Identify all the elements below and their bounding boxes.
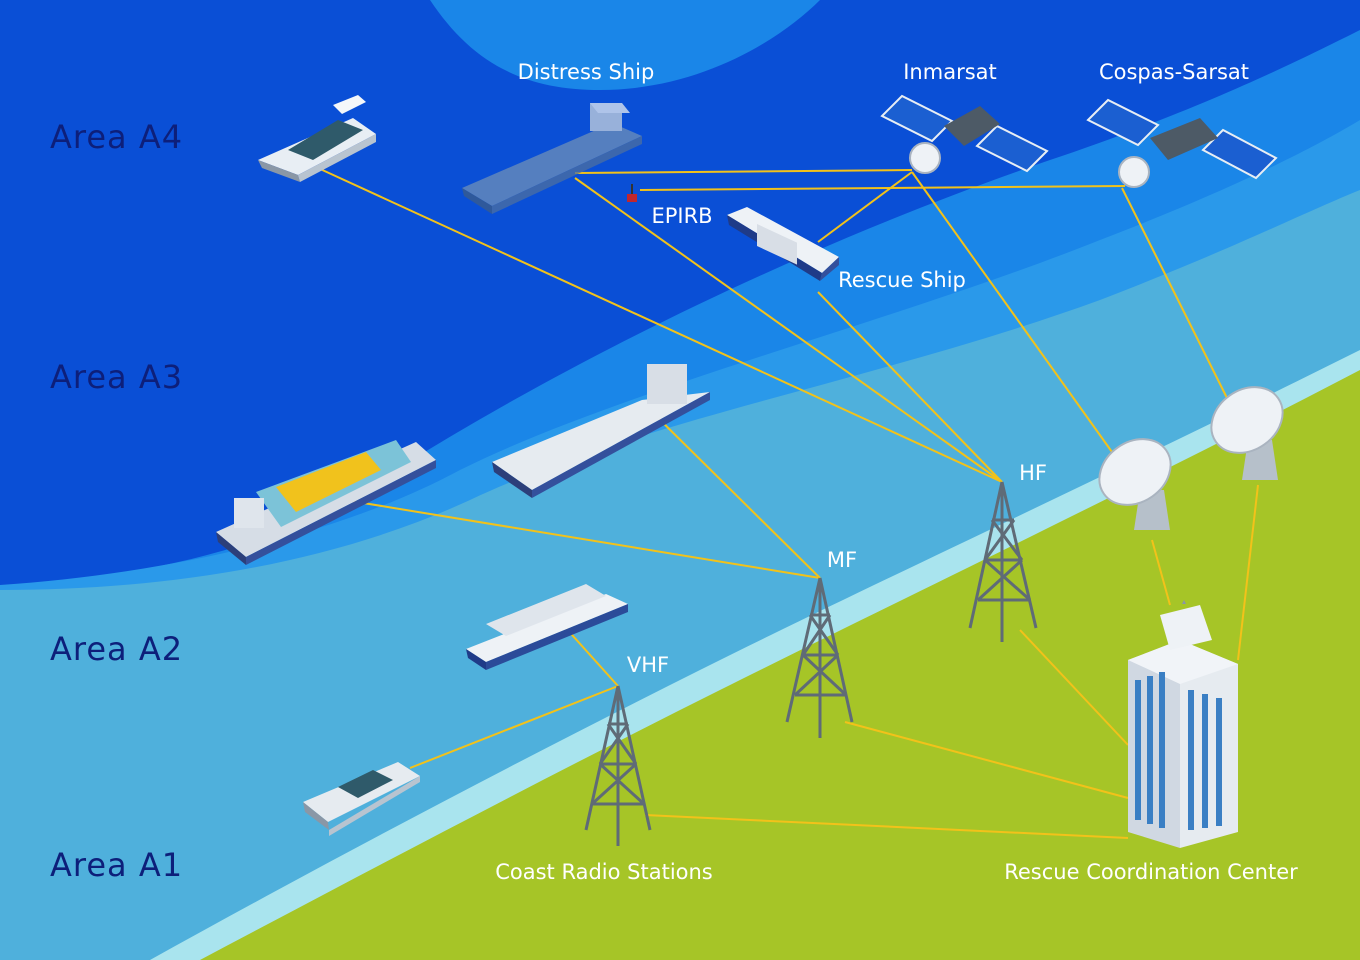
link-hf-rcc: [1019, 629, 1129, 746]
link-bulk-mf: [647, 407, 821, 579]
link-rescue-inmarsat: [817, 171, 913, 243]
land: [200, 370, 1360, 960]
container-ship-icon: [216, 440, 436, 565]
link-cospas-dish: [1121, 187, 1229, 401]
link-dish2-rcc: [1237, 484, 1259, 661]
area-a1-label: Area A1: [50, 846, 184, 884]
bulk-carrier-icon: [492, 364, 710, 498]
vhf-tower-icon: [584, 685, 652, 846]
hf-label: HF: [1019, 461, 1047, 485]
link-vhf-rcc: [644, 814, 1129, 839]
link-mf-rcc: [844, 721, 1129, 799]
link-boat-vhf: [409, 685, 619, 769]
link-distress-inmarsat: [574, 169, 913, 174]
rescue-ship-label: Rescue Ship: [838, 268, 966, 292]
area-a2-label: Area A2: [50, 630, 184, 668]
link-dish1-rcc: [1151, 539, 1171, 606]
distress-ship-label: Distress Ship: [517, 60, 655, 84]
satellite-dish-2-icon: [1210, 386, 1284, 480]
link-inmarsat-dish: [911, 171, 1113, 453]
distress-ship-icon: [462, 103, 642, 214]
epirb-icon: [627, 184, 637, 202]
mf-tower-icon: [785, 577, 854, 738]
epirb-label: EPIRB: [651, 204, 713, 228]
link-distress-hf: [574, 177, 1003, 483]
area-a3-label: Area A3: [50, 358, 184, 396]
link-container-mf: [344, 499, 821, 579]
yacht-icon: [258, 95, 376, 182]
mf-label: MF: [826, 548, 858, 572]
link-yacht-hf: [317, 167, 1003, 483]
rescue-ship-icon: [727, 207, 839, 281]
link-rescue-hf: [817, 291, 1003, 483]
inmarsat-label: Inmarsat: [903, 60, 997, 84]
area-a4-label: Area A4: [50, 118, 184, 156]
cospas-sarsat-satellite-icon: [1086, 98, 1278, 188]
satellite-dish-1-icon: [1098, 438, 1172, 530]
rescue-coordination-center-building-icon: [1128, 600, 1238, 848]
rescue-coordination-center-label: Rescue Coordination Center: [1004, 860, 1298, 884]
link-lines: [317, 167, 1259, 839]
link-epirb-cospas: [639, 185, 1126, 191]
coast-radio-stations-label: Coast Radio Stations: [495, 860, 713, 884]
cruise-ship-icon: [466, 584, 628, 670]
inmarsat-satellite-icon: [880, 94, 1049, 174]
vhf-label: VHF: [626, 653, 670, 677]
cospas-sarsat-label: Cospas-Sarsat: [1098, 60, 1250, 84]
small-boat-icon: [303, 762, 420, 836]
hf-tower-icon: [968, 481, 1038, 642]
